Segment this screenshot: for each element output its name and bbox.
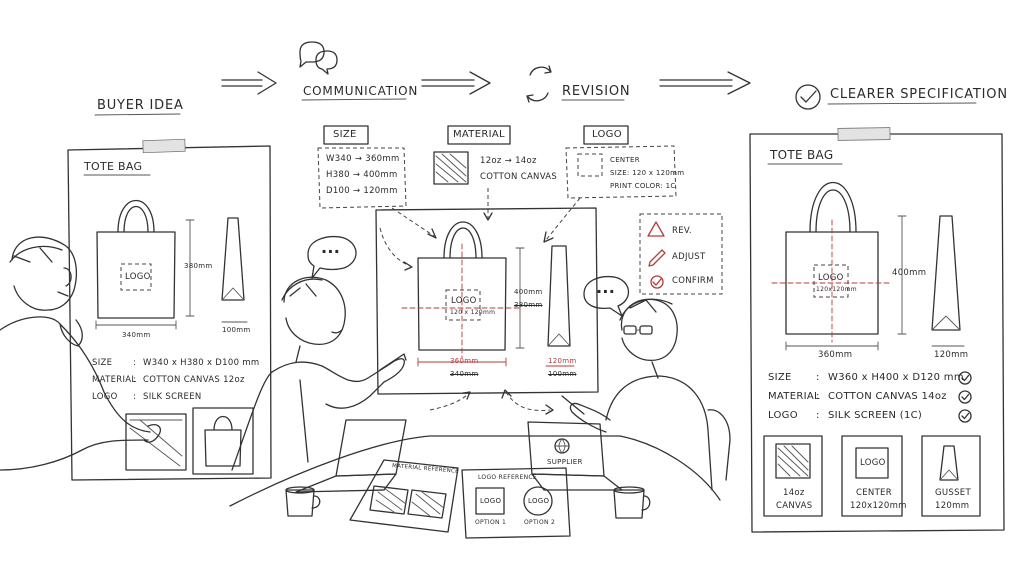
buyer-spec-sep: : [133,375,137,385]
flow-arrow-3 [659,71,751,95]
final-width-label: 360mm [818,350,853,360]
buyer-logo-label: LOGO [125,272,151,282]
final-sheet-title: TOTE BAG [770,148,834,162]
cycle-arrows-icon [526,65,552,103]
board-width-new: 360mm [450,357,479,365]
center-board [375,207,599,415]
buyer-spec-sep: : [133,358,137,368]
buyer-sheet [67,138,272,481]
material-callout [433,125,511,221]
swatch-logo-line: CENTER [856,488,892,498]
final-height-label: 400mm [892,268,927,278]
final-logo-label: LOGO [818,273,844,283]
speech-left-ellipsis: ... [321,238,341,257]
buyer-spec-key-logo: LOGO [92,392,118,402]
buyer-person [0,236,162,471]
logo-callout-line: CENTER [610,156,640,164]
stage-label-revision: REVISION [562,84,631,99]
material-callout-title: MATERIAL [453,129,505,140]
swatch-canvas-line: 14oz [783,488,805,498]
board-gusset-new: 120mm [548,357,577,365]
stage-label-buyer-idea: BUYER IDEA [97,98,184,113]
buyer-spec-key-material: MATERIAL [92,375,137,385]
buyer-spec-value-size: W340 x H380 x D100 mm [143,358,260,368]
material-callout-line: 12oz → 14oz [480,156,537,166]
buyer-spec-value-logo: SILK SCREEN [143,392,202,402]
final-spec-value-material: COTTON CANVAS 14oz [828,391,947,402]
logo-option-2-logo: LOGO [528,497,550,505]
logo-option-1-logo: LOGO [480,497,502,505]
board-height-new: 400mm [514,288,543,296]
supplier-person [561,298,731,491]
final-logo-size: 120x120mm [816,286,857,293]
board-gusset-old: 100mm [548,370,577,378]
buyer-sheet-title: TOTE BAG [84,160,143,173]
size-callout-line: D100 → 120mm [326,186,398,196]
final-spec-sep: : [816,372,820,383]
logo-callout-line: SIZE: 120 x 120mm [610,169,685,177]
final-spec-sep: : [816,391,820,402]
buyer-spec-sep: : [133,392,137,402]
meeting-table [229,419,721,539]
final-sheet [749,127,1005,533]
final-gusset-label: 120mm [934,350,969,360]
material-callout-line: COTTON CANVAS [480,172,558,182]
buyer-spec-key-size: SIZE [92,358,113,368]
flow-arrow-2 [421,71,491,95]
buyer-width-label: 340mm [122,331,151,339]
supplier-laptop-label: SUPPLIER [547,458,583,466]
buyer-spec-value-material: COTTON CANVAS 12oz [143,375,245,385]
check-circle-icon [795,84,821,110]
revision-item-adjust: ADJUST [672,252,706,262]
size-callout-line: W340 → 360mm [326,154,400,164]
flow-arrow-1 [221,71,277,95]
size-callout-line: H380 → 400mm [326,170,398,180]
final-spec-key-material: MATERIAL [768,391,820,402]
buyer-gusset-label: 100mm [222,326,251,334]
logo-option-1-label: OPTION 1 [475,519,507,526]
size-callout-title: SIZE [333,129,357,140]
speech-bubble-left [307,235,357,279]
logo-reference-label: LOGO REFERENCE [478,474,537,481]
logo-callout-title: LOGO [592,129,622,140]
swatch-gusset-line: 120mm [935,501,970,511]
board-height-old: 380mm [514,301,543,309]
final-spec-value-size: W360 x H400 x D120 mm [828,372,964,383]
revision-item-rev: REV. [672,226,692,236]
board-logo-label: LOGO [451,296,477,306]
logo-callout [543,125,677,243]
revision-checklist [639,213,723,295]
designer-person [231,276,407,471]
stage-label-clearer-specification: CLEARER SPECIFICATION [830,87,1008,102]
swatch-logo-line: 120x120mm [850,501,907,511]
speech-right-ellipsis: ... [596,278,616,297]
board-logo-size: 120 x 120mm [450,309,496,316]
final-spec-sep: : [816,410,820,421]
size-callout [317,125,437,239]
speech-bubbles-icon [299,41,338,75]
buyer-height-label: 380mm [184,262,213,270]
logo-option-2-label: OPTION 2 [524,519,556,526]
board-width-old: 340mm [450,370,479,378]
swatch-logo-mark: LOGO [860,458,886,468]
logo-callout-line: PRINT COLOR: 1C [610,182,676,190]
speech-bubble-right [583,275,630,317]
final-spec-key-size: SIZE [768,372,792,383]
revision-item-confirm: CONFIRM [672,276,714,286]
final-spec-key-logo: LOGO [768,410,798,421]
swatch-canvas-line: CANVAS [776,501,813,511]
stage-label-communication: COMMUNICATION [303,84,419,98]
swatch-gusset-line: GUSSET [935,488,971,498]
final-spec-value-logo: SILK SCREEN (1C) [828,410,923,421]
